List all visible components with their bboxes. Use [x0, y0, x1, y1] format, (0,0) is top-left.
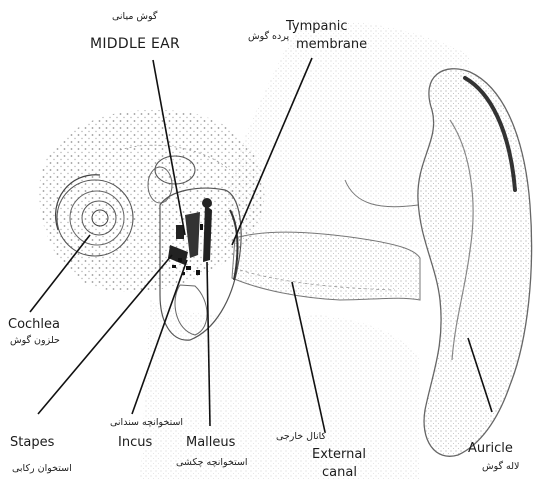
incus-label: Incus	[118, 436, 152, 450]
stapes-label: Stapes	[10, 436, 54, 450]
malleus-label-fa: استخوانچه چکشی	[176, 458, 248, 468]
external-canal-label-line2: canal	[322, 466, 357, 480]
tympanic-membrane-label-line2: membrane	[296, 38, 367, 52]
middle-ear-label: MIDDLE EAR	[90, 37, 180, 52]
cochlea-label-fa: حلزون گوش	[10, 336, 60, 346]
cochlea-label: Cochlea	[8, 318, 60, 332]
incus-label-fa: استخوانچه سندانی	[110, 418, 183, 428]
malleus-label: Malleus	[186, 436, 235, 450]
stapes-label-fa: استخوان رکابی	[12, 464, 72, 474]
temporal-bone-region	[39, 110, 264, 292]
external-canal-label-line1: External	[312, 448, 366, 462]
auricle-label-fa: لاله گوش	[482, 462, 519, 472]
middle-ear-label-fa: گوش میانی	[112, 12, 157, 22]
tympanic-membrane-label-line1: Tympanic	[286, 20, 348, 34]
tympanic-membrane-label-fa: پرده گوش	[248, 32, 289, 42]
auricle-label: Auricle	[468, 442, 513, 456]
external-canal-label-fa: کانال خارجی	[276, 432, 326, 442]
